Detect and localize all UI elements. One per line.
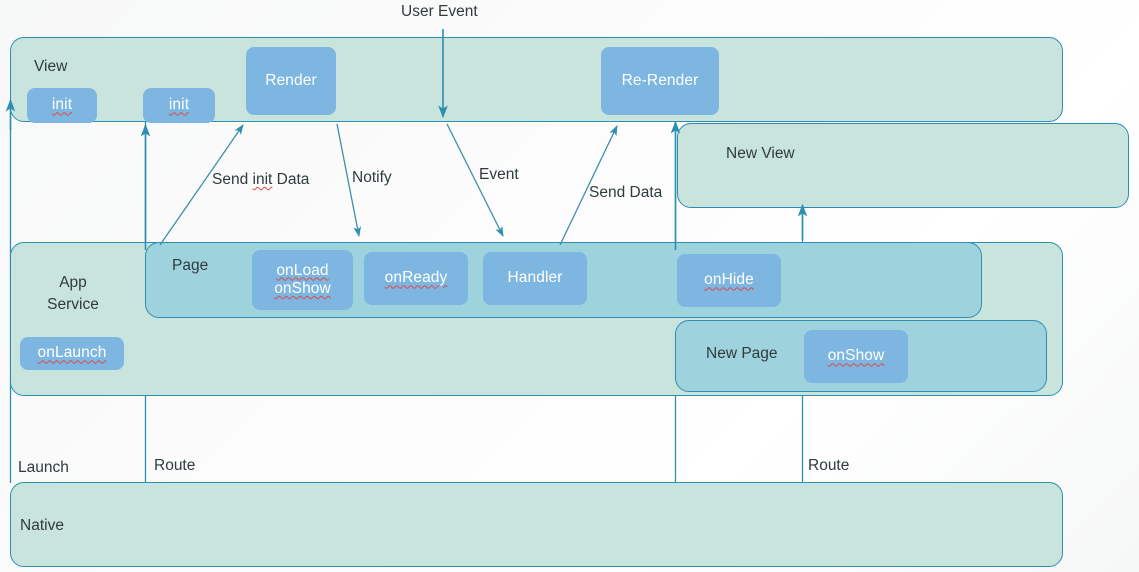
chip-onlaunch[interactable]: onLaunch xyxy=(20,337,124,370)
chip-handler-label: Handler xyxy=(507,269,563,287)
chip-init-2-label: init xyxy=(168,96,190,114)
chip-onhide[interactable]: onHide xyxy=(677,254,781,307)
chip-onready[interactable]: onReady xyxy=(364,252,468,305)
arrow-label-event: Event xyxy=(479,166,519,183)
chip-onlaunch-label: onLaunch xyxy=(37,344,107,362)
lane-label-new-page: New Page xyxy=(706,345,778,362)
lane-label-page: Page xyxy=(172,257,209,274)
chip-onshow-new-page[interactable]: onShow xyxy=(804,330,908,383)
chip-handler[interactable]: Handler xyxy=(483,252,587,305)
lane-label-new-view: New View xyxy=(726,145,795,162)
send-init-data-prefix: Send xyxy=(212,171,253,188)
chip-init-2[interactable]: init xyxy=(143,88,215,123)
chip-init-1[interactable]: init xyxy=(27,88,97,123)
arrow-label-route-right: Route xyxy=(808,457,850,474)
chip-render[interactable]: Render xyxy=(246,47,336,115)
arrow-label-launch: Launch xyxy=(18,459,69,476)
send-init-data-suffix: Data xyxy=(272,171,310,188)
chip-onready-label: onReady xyxy=(384,269,448,287)
chip-render-label: Render xyxy=(265,71,317,89)
chip-onload-onshow[interactable]: onLoad onShow xyxy=(252,250,353,310)
chip-onload-label: onLoad xyxy=(276,261,329,279)
lane-label-native: Native xyxy=(20,517,64,534)
send-init-data-middle: init xyxy=(252,171,273,188)
chip-re-render-label: Re-Render xyxy=(621,71,699,89)
app-service-line-2: Service xyxy=(47,296,99,313)
chip-onhide-label: onHide xyxy=(704,271,754,289)
chip-re-render[interactable]: Re-Render xyxy=(601,47,719,115)
app-service-line-1: App xyxy=(59,274,87,291)
chip-onshow-new-page-label: onShow xyxy=(827,347,885,365)
arrow-label-notify: Notify xyxy=(352,169,392,186)
lane-native xyxy=(10,482,1063,567)
arrow-label-send-data: Send Data xyxy=(589,184,663,201)
chip-onshow-label: onShow xyxy=(274,280,331,297)
lane-label-app-service: App Service xyxy=(38,272,108,316)
lane-label-view: View xyxy=(34,58,68,75)
arrow-label-user-event: User Event xyxy=(401,3,478,20)
chip-init-1-label: init xyxy=(51,96,73,114)
lane-new-view xyxy=(677,123,1129,208)
arrow-label-send-init-data: Send init Data xyxy=(212,171,309,190)
arrow-label-route-left: Route xyxy=(154,457,196,474)
